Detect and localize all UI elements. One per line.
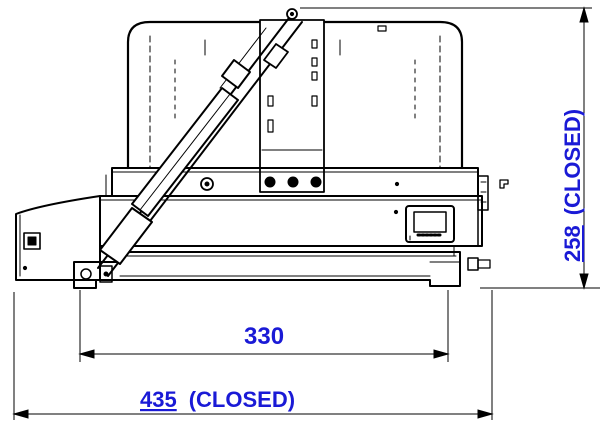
mounting-plate — [259, 19, 325, 193]
machine-side-view — [15, 8, 509, 289]
arrowhead-top — [579, 6, 589, 23]
arrowhead-bottom — [579, 273, 589, 290]
base-rail — [73, 245, 461, 289]
arrowhead-330-left — [78, 349, 95, 359]
inner-width-dimension-label: 330 — [244, 323, 284, 350]
arrowhead-330-right — [433, 349, 450, 359]
height-dimension-label: 258(CLOSED) — [560, 109, 585, 262]
dimension-labels: 258(CLOSED) 330 435(CLOSED) — [140, 109, 585, 412]
control-panel — [405, 205, 455, 243]
left-housing — [15, 195, 101, 281]
dimension-lines — [12, 6, 600, 420]
overall-width-dimension-label: 435(CLOSED) — [140, 387, 295, 412]
gas-strut — [97, 8, 303, 283]
right-fittings — [467, 175, 509, 271]
arrowhead-435-right — [477, 409, 494, 419]
arrowhead-435-left — [12, 409, 29, 419]
